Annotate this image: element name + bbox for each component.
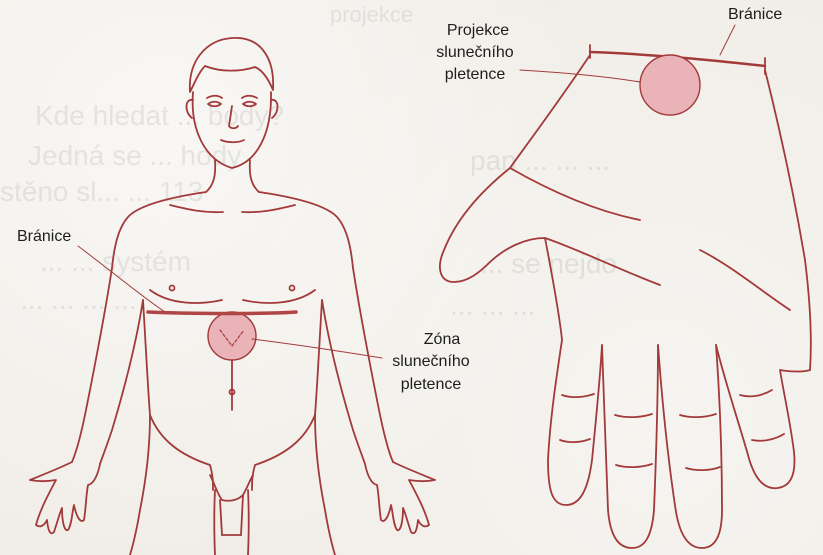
finger-4: [716, 345, 810, 488]
right-hand: [365, 462, 435, 533]
head: [193, 92, 271, 168]
hand-projection-label-line2: slunečního: [420, 42, 530, 63]
hand-projection-label-line3: pletence: [430, 64, 520, 85]
torso-left: [112, 192, 206, 268]
hand-projection-leader: [520, 70, 640, 82]
left-arm: [72, 268, 112, 462]
torso-right: [259, 192, 353, 268]
hair: [190, 38, 273, 92]
finger-1: [548, 340, 602, 505]
hand-diaphragm-leader: [720, 25, 735, 55]
body-diaphragm-label: Bránice: [17, 226, 71, 247]
human-figure: [30, 38, 435, 555]
body-zone-label-line3: pletence: [386, 374, 476, 395]
body-zone-leader: [252, 339, 382, 358]
body-zone-label-line1: Zóna: [402, 329, 482, 350]
body-diaphragm-line: [148, 312, 296, 314]
hand-figure: [440, 45, 811, 548]
finger-3: [658, 345, 722, 548]
body-diaphragm-leader: [78, 246, 165, 312]
hand-projection-label-line1: Projekce: [428, 20, 528, 41]
left-hand: [30, 462, 100, 533]
body-zone-label-line2: slunečního: [376, 351, 486, 372]
finger-2: [602, 345, 658, 548]
neck: [206, 160, 215, 192]
body-solar-plexus-zone: [208, 312, 256, 360]
hand-solar-plexus-projection: [640, 55, 700, 115]
hand-diaphragm-label: Bránice: [728, 4, 782, 25]
hand-outline-right: [765, 70, 811, 370]
